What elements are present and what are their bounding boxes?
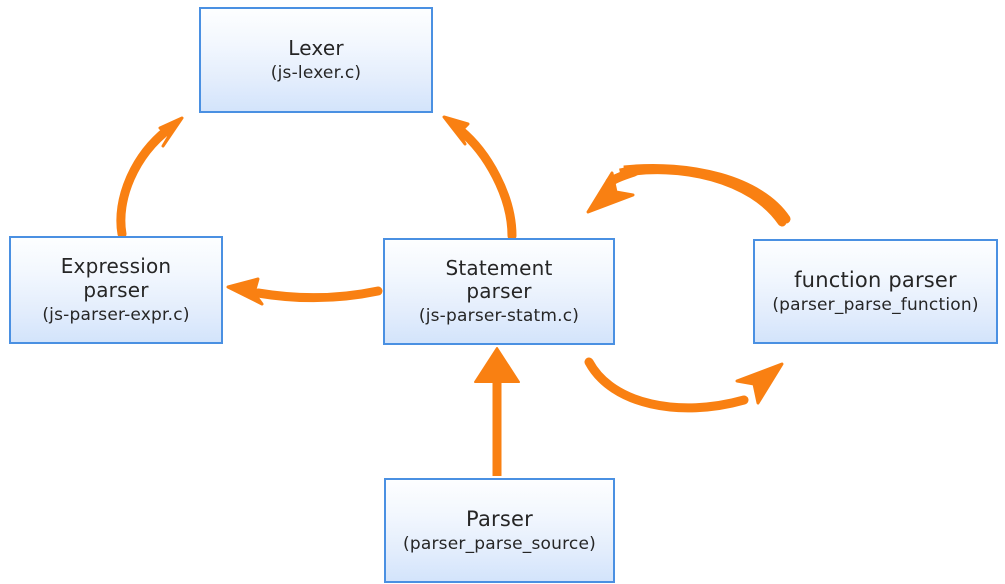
node-statement-parser-subtitle: (js-parser-statm.c) (418, 306, 580, 327)
edge-statement-to-lexer (442, 115, 517, 241)
node-expression-parser-title: Expression parser (60, 254, 172, 302)
node-function-parser[interactable]: function parser (parser_parse_function) (753, 239, 998, 344)
node-parser-subtitle: (parser_parse_source) (403, 533, 596, 554)
node-parser[interactable]: Parser (parser_parse_source) (384, 478, 615, 583)
node-function-parser-title: function parser (794, 268, 957, 293)
node-lexer-title: Lexer (288, 36, 344, 61)
edge-parser-to-statement (474, 347, 520, 476)
node-lexer[interactable]: Lexer (js-lexer.c) (199, 7, 433, 113)
edge-statement-to-expr (226, 277, 383, 306)
node-expression-parser[interactable]: Expression parser (js-parser-expr.c) (9, 236, 223, 344)
node-function-parser-subtitle: (parser_parse_function) (772, 294, 979, 315)
node-expression-parser-subtitle: (js-parser-expr.c) (42, 304, 190, 325)
edge-statement-to-function (584, 357, 784, 413)
node-statement-parser[interactable]: Statement parser (js-parser-statm.c) (383, 238, 615, 345)
edge-expr-to-lexer (116, 116, 184, 239)
node-lexer-subtitle: (js-lexer.c) (270, 62, 362, 83)
edge-function-to-statement (586, 163, 791, 227)
node-parser-title: Parser (466, 507, 533, 532)
node-statement-parser-title: Statement parser (445, 255, 553, 304)
